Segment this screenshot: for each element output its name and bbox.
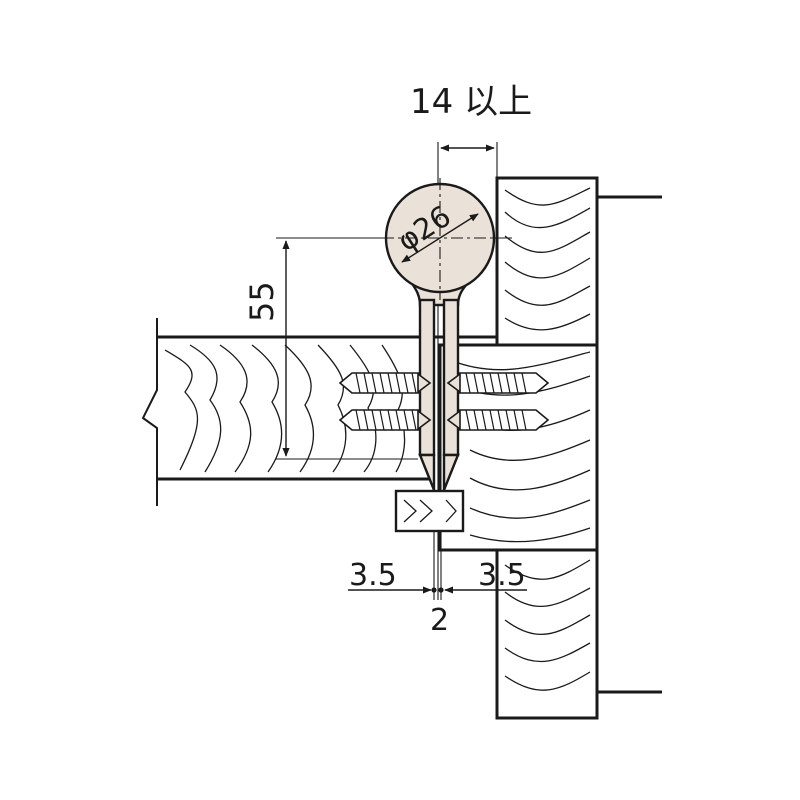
gap-center-label: 2 bbox=[430, 603, 449, 638]
screws bbox=[338, 372, 550, 431]
break-line bbox=[141, 337, 158, 479]
height-label: 55 bbox=[243, 281, 281, 322]
hinge-leaf-tip-left bbox=[418, 453, 436, 491]
frame-wood-grain bbox=[449, 187, 591, 691]
center-lines bbox=[382, 178, 505, 300]
clearance-label: 14 以上 bbox=[410, 82, 532, 122]
gap-right-label: 3.5 bbox=[478, 558, 526, 593]
door-wood-grain bbox=[164, 344, 406, 473]
frame-upper-block bbox=[495, 176, 599, 347]
screw-right-upper bbox=[457, 372, 550, 394]
dim-diameter-line bbox=[401, 213, 479, 263]
screw-threads bbox=[355, 372, 527, 431]
spacer-block bbox=[394, 489, 465, 533]
screw-right-lower bbox=[457, 409, 550, 431]
screw-heads bbox=[417, 372, 461, 431]
dimension-lines bbox=[282, 144, 527, 594]
dimension-dots bbox=[431, 587, 444, 593]
gap-left-label: 3.5 bbox=[349, 558, 397, 593]
